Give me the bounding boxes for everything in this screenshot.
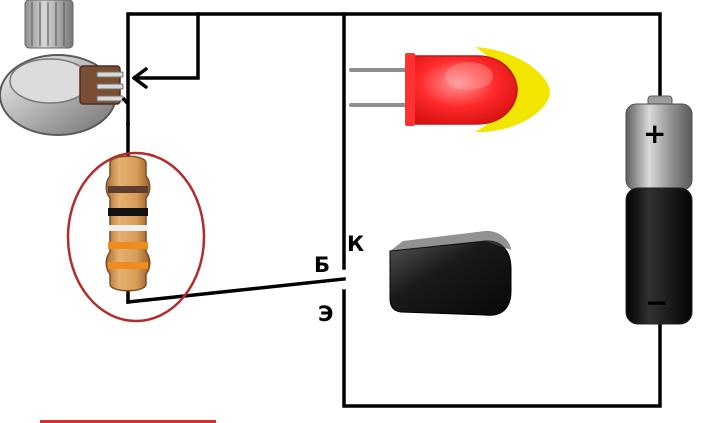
base-wire <box>126 277 346 304</box>
transistor-body <box>389 240 512 316</box>
potentiometer-output-wire <box>121 96 130 106</box>
battery-bottom-section <box>625 187 693 325</box>
led-rim <box>405 53 415 126</box>
resistor <box>105 155 151 292</box>
led-highlight <box>445 62 493 90</box>
wiper-arrow-icon <box>132 67 148 89</box>
resistor-body <box>105 155 151 292</box>
transistor <box>342 230 512 316</box>
led-body <box>408 55 518 125</box>
transistor-face <box>390 230 511 251</box>
resistor-band-5 <box>108 262 148 269</box>
bottom-wire <box>342 289 662 408</box>
battery: + − <box>625 95 693 325</box>
base-label: Б <box>314 253 330 277</box>
battery-negative-icon: − <box>645 286 668 319</box>
collector-label: К <box>347 232 364 256</box>
potentiometer <box>0 0 130 136</box>
resistor-band-3 <box>108 225 148 231</box>
wiper-wire <box>133 12 200 80</box>
resistor-band-4 <box>108 242 148 249</box>
potentiometer-shaft <box>24 0 74 49</box>
wires <box>126 12 662 408</box>
top-wire <box>126 12 662 126</box>
emitter-label: Э <box>318 302 333 326</box>
potentiometer-shaft-grooves <box>31 2 65 46</box>
resistor-highlight-ellipse <box>66 151 206 323</box>
potentiometer-face <box>9 58 91 104</box>
bottom-red-mark <box>40 420 216 423</box>
battery-positive-icon: + <box>643 117 666 150</box>
led <box>349 47 550 133</box>
resistor-band-1 <box>108 186 148 193</box>
potentiometer-pins <box>96 71 124 102</box>
resistor-band-2 <box>108 208 148 216</box>
